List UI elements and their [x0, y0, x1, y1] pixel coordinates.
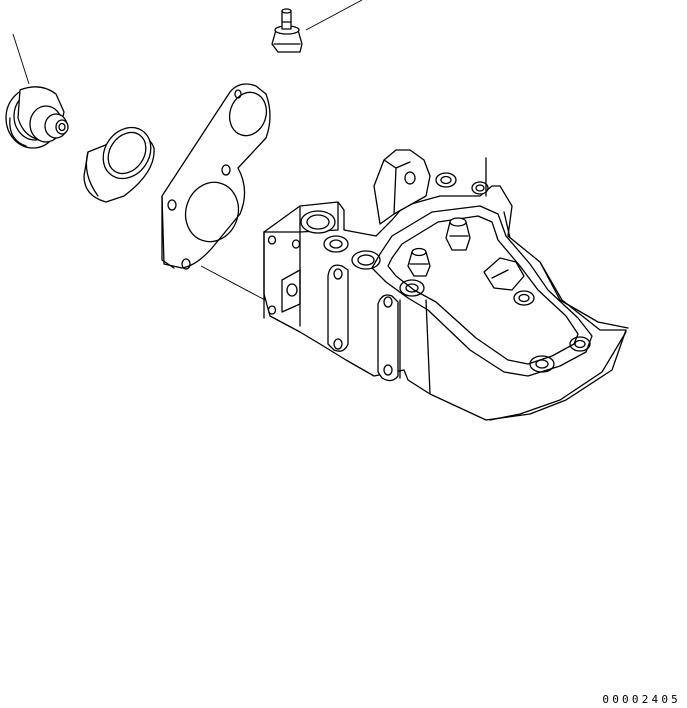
gasket	[162, 84, 272, 269]
document-id: 00002405	[602, 693, 681, 706]
thermostat-cover	[6, 87, 68, 148]
hose-nipple	[272, 9, 302, 52]
leader-lines	[13, 0, 362, 300]
thermostat-seal-ring	[84, 118, 161, 202]
leader-line-cover	[13, 34, 29, 84]
thermostat-housing	[264, 150, 628, 420]
leader-line-gasket	[201, 266, 265, 300]
leader-line-nipple	[306, 0, 362, 30]
